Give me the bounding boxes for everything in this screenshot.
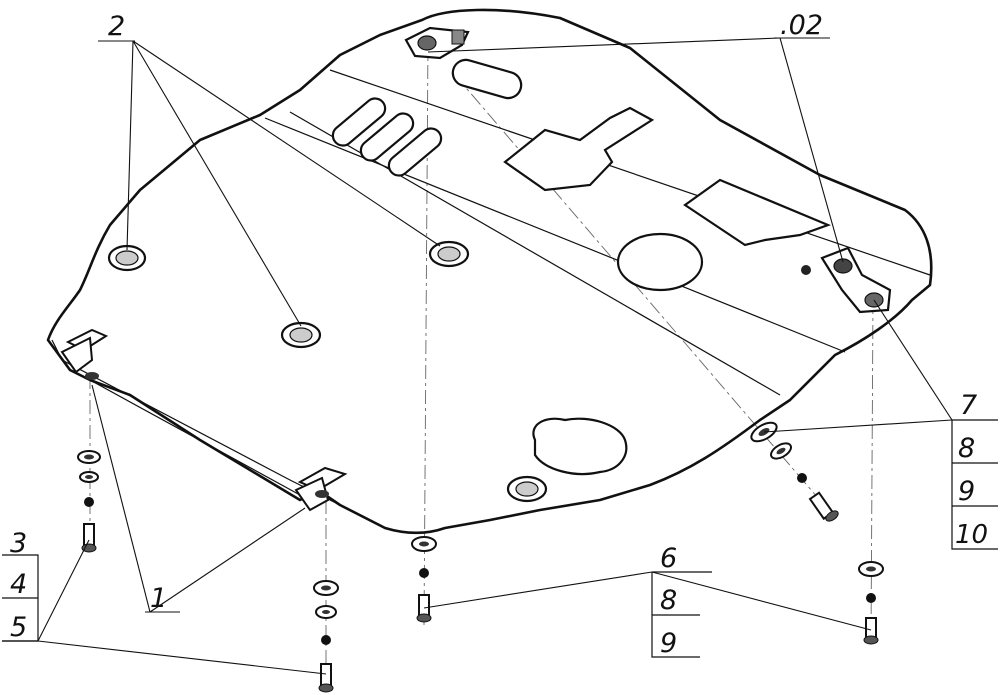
label-right-2: 8 — [958, 433, 975, 464]
grommet-2 — [428, 240, 470, 268]
cutout-front — [532, 417, 628, 476]
fastener-stack-left — [77, 450, 101, 553]
front-flange — [51, 339, 381, 526]
label-bracket: .02 — [780, 10, 823, 41]
leader-lines — [37, 37, 953, 675]
fastener-stack-mid-left — [313, 580, 339, 693]
grommet-3 — [280, 321, 322, 349]
slot-top — [451, 58, 523, 100]
clip-mid — [294, 466, 348, 512]
label-middle-3: 9 — [660, 628, 677, 659]
label-right-3: 9 — [958, 476, 975, 507]
slot-1 — [331, 97, 387, 147]
grommet-1 — [107, 244, 147, 272]
bracket-right — [801, 246, 892, 314]
cutout-right — [683, 178, 832, 247]
bend-line-lower — [264, 117, 846, 353]
fastener-stack-middle — [411, 536, 437, 623]
mounting-clips — [60, 328, 348, 512]
label-left-1: 3 — [10, 528, 27, 559]
bracket-top — [404, 26, 470, 60]
fastener-stack-diagonal — [750, 421, 839, 522]
label-left-2: 4 — [10, 569, 27, 600]
label-plate: 1 — [150, 583, 167, 614]
label-box-right — [951, 419, 998, 550]
plate-outline — [46, 8, 933, 535]
label-box-middle — [651, 571, 712, 658]
slot-3 — [387, 127, 443, 177]
label-grommet: 2 — [108, 11, 125, 42]
label-middle-2: 8 — [660, 585, 677, 616]
label-middle-1: 6 — [660, 543, 677, 574]
clip-left — [60, 328, 109, 380]
protection-plate — [46, 8, 933, 535]
cutout-middle — [503, 106, 655, 192]
grommet-4 — [506, 475, 548, 503]
label-left-3: 5 — [10, 612, 27, 643]
label-right-4: 10 — [955, 520, 988, 550]
label-right-1: 7 — [960, 390, 977, 421]
label-box-left — [2, 554, 39, 642]
part-labels: 2 .02 1 3 4 5 6 8 9 7 8 9 10 — [10, 10, 988, 659]
plate-cutouts — [331, 58, 832, 476]
bend-line-upper — [329, 69, 931, 276]
round-hole — [616, 232, 704, 292]
grommets — [107, 240, 548, 503]
slot-2 — [359, 112, 415, 162]
fastener-stack-right — [858, 561, 884, 645]
